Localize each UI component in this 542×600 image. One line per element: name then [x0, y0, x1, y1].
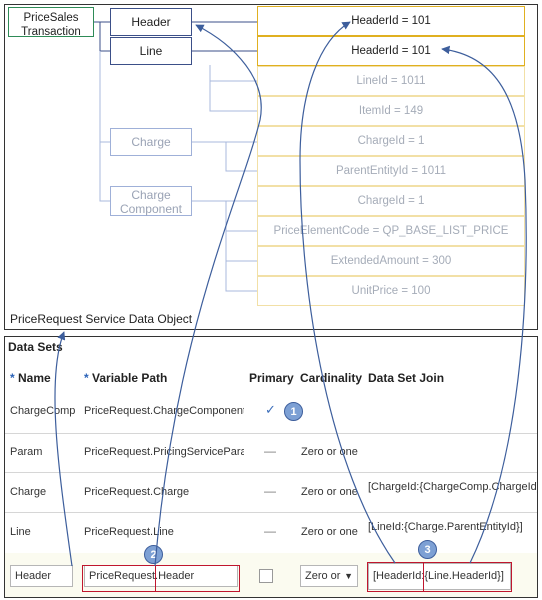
row-divider — [5, 472, 537, 473]
row-charge-cardinality[interactable]: Zero or one — [301, 486, 358, 498]
tree-connectors — [94, 21, 257, 52]
row-chargecomp-path[interactable]: PriceRequest.ChargeComponent — [84, 405, 244, 417]
row-param-path[interactable]: PriceRequest.PricingServiceParar — [84, 446, 244, 458]
data-sets-panel — [4, 336, 538, 598]
column-header-cardinality[interactable]: Cardinality — [300, 371, 363, 385]
column-header-variable-path-label: Variable Path — [92, 371, 168, 385]
column-header-data-set-join[interactable]: Data Set Join — [368, 371, 445, 385]
row-charge-name[interactable]: Charge — [10, 486, 47, 498]
cardinality-select-value: Zero or — [305, 570, 341, 582]
cardinality-select[interactable]: Zero or ▼ — [300, 565, 358, 587]
row-line-cardinality[interactable]: Zero or one — [301, 526, 358, 538]
primary-check-icon[interactable]: ✓ — [265, 402, 276, 417]
attr-extendedamount: ExtendedAmount = 300 — [257, 246, 525, 276]
row-line-name[interactable]: Line — [10, 526, 31, 538]
root-node-price-sales-transaction: PriceSales Transaction — [8, 7, 94, 38]
attr-unitprice: UnitPrice = 100 — [257, 276, 525, 306]
root-node-label-line1: PriceSales — [23, 12, 79, 24]
node-charge-component-line2: Component — [119, 202, 183, 216]
node-charge-component-line1: Charge — [131, 188, 171, 202]
row-chargecomp-name[interactable]: ChargeComp — [10, 405, 76, 417]
attr-parententityid: ParentEntityId = 1011 — [257, 156, 525, 186]
attr-lineid: LineId = 1011 — [257, 66, 525, 96]
arrow-join-to-line-headerid — [441, 45, 527, 564]
row-divider — [5, 433, 537, 434]
arrow-path-to-header-node — [154, 24, 262, 567]
highlight-box-path-part2 — [155, 565, 240, 592]
join-part1: [HeaderId: — [373, 570, 425, 582]
mapping-arrows — [54, 21, 527, 567]
callout-badge-3: 3 — [418, 540, 437, 559]
column-header-primary[interactable]: Primary — [249, 371, 294, 385]
root-node-label-line2: Transaction — [21, 26, 81, 38]
variable-path-part1: PriceRequest. — [89, 570, 159, 582]
join-part2: {Line.HeaderId}] — [424, 570, 504, 582]
arrow-join-to-header-headerid — [299, 21, 396, 564]
node-line: Line — [110, 37, 192, 65]
attr-line-headerid: HeaderId = 101 — [257, 36, 525, 66]
primary-checkbox[interactable] — [259, 569, 273, 583]
column-header-name[interactable]: * Name — [10, 371, 51, 385]
column-header-variable-path[interactable]: * Variable Path — [84, 371, 167, 385]
primary-empty-dash[interactable]: — — [264, 484, 276, 498]
object-title: PriceRequest Service Data Object — [10, 312, 193, 326]
name-input[interactable]: Header — [10, 565, 73, 587]
node-charge: Charge — [110, 128, 192, 156]
callout-badge-1: 1 — [284, 402, 303, 421]
callout-badge-2: 2 — [144, 545, 163, 564]
row-line-path[interactable]: PriceRequest.Line — [84, 526, 174, 538]
attr-header-headerid: HeaderId = 101 — [257, 6, 525, 36]
faint-tree-connectors — [99, 51, 257, 292]
primary-empty-dash[interactable]: — — [264, 444, 276, 458]
highlight-box-join-part2 — [423, 562, 512, 592]
primary-empty-dash[interactable]: — — [264, 524, 276, 538]
data-set-join-input[interactable]: [HeaderId:{Line.HeaderId}] — [368, 563, 511, 590]
required-marker: * — [84, 371, 89, 385]
variable-path-part2: Header — [158, 570, 195, 582]
column-header-name-label: Name — [18, 371, 51, 385]
row-charge-join[interactable]: [ChargeId:{ChargeComp.ChargeId}] — [368, 481, 538, 493]
node-header: Header — [110, 8, 192, 36]
row-divider — [5, 512, 537, 513]
data-sets-title: Data Sets — [8, 340, 63, 354]
service-data-object-diagram — [4, 4, 538, 330]
chevron-down-icon: ▼ — [344, 571, 353, 581]
required-marker: * — [10, 371, 15, 385]
row-param-name[interactable]: Param — [10, 446, 43, 458]
node-charge-component: Charge Component — [110, 186, 192, 216]
arrow-to-service-object — [54, 331, 73, 567]
